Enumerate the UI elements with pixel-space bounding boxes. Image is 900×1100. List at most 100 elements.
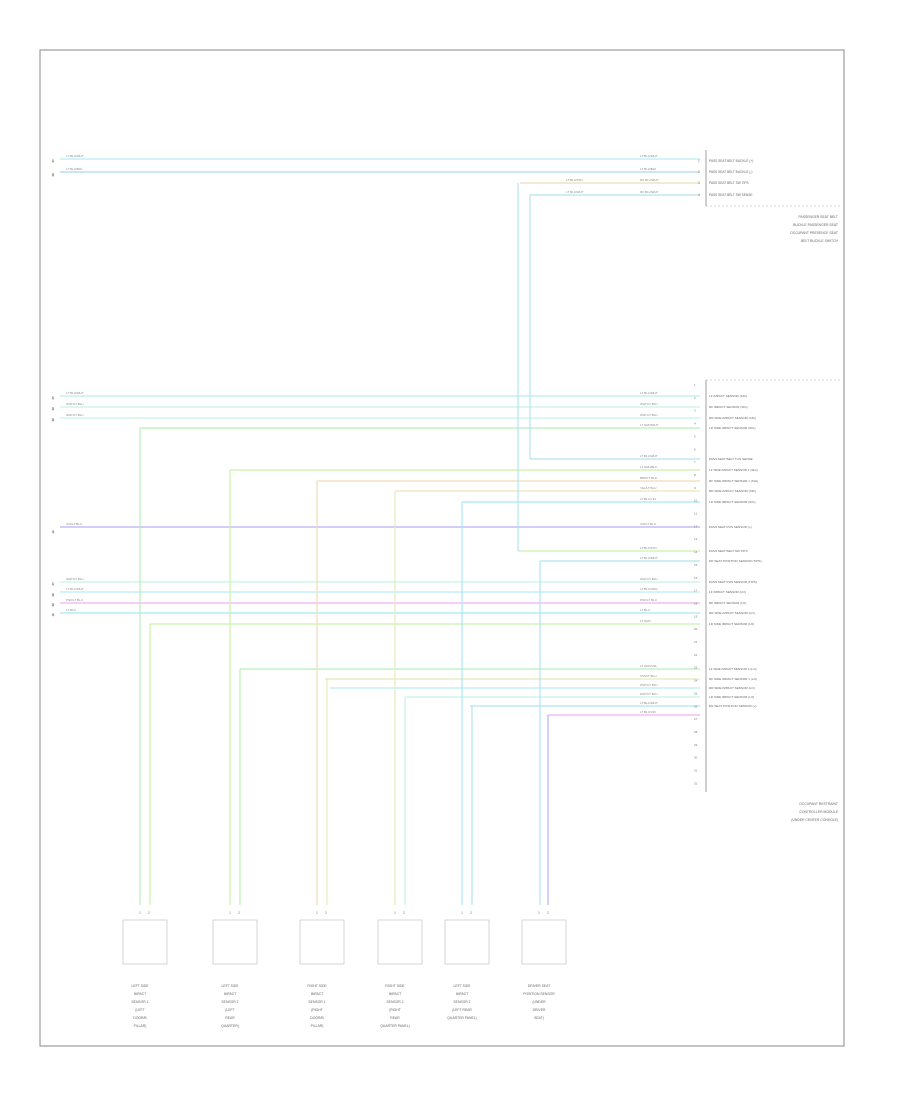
svg-text:PNK/LT BLU: PNK/LT BLU: [66, 598, 83, 602]
svg-text:BRN/LT BLU: BRN/LT BLU: [640, 476, 657, 480]
connector-pin: 25: [694, 691, 698, 695]
svg-text:LT BLU/WHT: LT BLU/WHT: [66, 391, 84, 395]
connector-pin-label: LR SIDE IMPACT SENSOR (LO): [709, 695, 754, 699]
component-body: [377, 919, 423, 965]
connector-pin-label: PASS SEAT BELT BUCKLE (+): [709, 159, 753, 163]
connector-pin-label: DR SEAT POSITION SENSOR (+): [709, 704, 756, 708]
restraint-controller-connector: 1234567891011121314151617181920212223242…: [694, 379, 840, 822]
component-label: RIGHT SIDE: [385, 984, 405, 988]
svg-text:LT GRN/BLK: LT GRN/BLK: [640, 465, 657, 469]
connector-pin: 14: [694, 550, 698, 554]
component-label: IMPACT: [311, 992, 324, 996]
svg-text:2: 2: [52, 593, 54, 597]
connector-pin-label: PASS SEAT BELT SW TIPS: [709, 549, 748, 553]
connector-pin-label: RR SIDE IMPACT SENSOR (SIG): [709, 416, 756, 420]
connector-pin-label: PASS SEAT POS SENSOR (+): [709, 525, 752, 529]
component-pin: 2: [148, 911, 150, 915]
connector-pin-label: PASS SEAT POS SENSOR (TIPS): [709, 580, 757, 584]
component-label: DOOR/B: [310, 1016, 324, 1020]
component-body: [212, 919, 258, 965]
svg-text:VIO/LT BLU: VIO/LT BLU: [66, 522, 82, 526]
connector-pin: 29: [694, 743, 698, 747]
svg-text:LT BLU/WHT: LT BLU/WHT: [640, 391, 658, 395]
component-label: IMPACT: [134, 992, 147, 996]
diagram-frame: [39, 49, 845, 1047]
component-label: SENSOR 2: [453, 1000, 470, 1004]
svg-text:DK BLU/WHT: DK BLU/WHT: [640, 190, 659, 194]
connector-pin-label: PASS SEAT BELT SW SENSE: [709, 193, 752, 197]
component-body: [299, 919, 345, 965]
component-pin: 1: [394, 911, 396, 915]
svg-text:WHT/LT BLU: WHT/LT BLU: [66, 577, 84, 581]
connector-pin: 1: [698, 159, 700, 163]
connector-pin: 12: [694, 524, 698, 528]
svg-text:TAN/LT BLU: TAN/LT BLU: [640, 674, 657, 678]
component-label: (RIGHT: [311, 1008, 323, 1012]
connector-pin: 4: [694, 422, 696, 426]
component-label: LEFT SIDE: [453, 984, 471, 988]
svg-text:WHT/LT BLU: WHT/LT BLU: [640, 577, 658, 581]
svg-text:WHT/LT BLU: WHT/LT BLU: [640, 402, 658, 406]
component-pin: 1: [538, 911, 540, 915]
svg-text:4: 4: [52, 613, 54, 617]
component-label: SENSOR 1: [131, 1000, 148, 1004]
svg-text:WHT/LT BLU: WHT/LT BLU: [640, 413, 658, 417]
connector-title: BUCKLE PASSENGER SEAT: [793, 223, 838, 227]
component-label: (LEFT: [135, 1008, 144, 1012]
component-label: (LEFT: [225, 1008, 234, 1012]
connector-pin-label: RF IMPACT SENSOR (LO): [709, 601, 746, 605]
svg-text:2: 2: [52, 407, 54, 411]
svg-text:1: 1: [52, 159, 54, 163]
svg-text:3: 3: [52, 603, 54, 607]
connector-pin: 15: [694, 563, 698, 567]
svg-text:LT BLU/BLK: LT BLU/BLK: [640, 167, 656, 171]
connector-pin: 27: [694, 717, 698, 721]
component-pin: 2: [470, 911, 472, 915]
svg-text:LT BLU/VIO: LT BLU/VIO: [640, 710, 657, 714]
connector-pin: 10: [694, 499, 698, 503]
svg-text:WHT/LT BLU: WHT/LT BLU: [66, 413, 84, 417]
connector-pin: 6: [694, 447, 696, 451]
svg-text:PNK/LT BLU: PNK/LT BLU: [640, 598, 657, 602]
connector-title: OCCUPANT PRESENCE SEAT: [790, 231, 838, 235]
connector-pin: 8: [694, 473, 696, 477]
connector-pin-label: PASS SEAT BELT BUCKLE (-): [709, 170, 752, 174]
component-label: QUARTER PANEL): [380, 1024, 409, 1028]
connector-pin-label: RR SIDE IMPACT SENSOR (LO): [709, 611, 755, 615]
svg-text:LT BLU/WHT: LT BLU/WHT: [640, 154, 658, 158]
svg-text:LT BLU/WHT: LT BLU/WHT: [66, 587, 84, 591]
svg-text:LT BLU: LT BLU: [66, 608, 76, 612]
component-label: IMPACT: [224, 992, 237, 996]
svg-text:LT BLU/YEL: LT BLU/YEL: [640, 497, 657, 501]
component-label: POSITION SENSOR: [523, 992, 555, 996]
component-pin: 1: [461, 911, 463, 915]
component-label: (RIGHT: [389, 1008, 401, 1012]
connector-pin-label: LF IMPACT SENSOR (LO): [709, 590, 746, 594]
component-label: PILLAR): [311, 1024, 324, 1028]
svg-text:LT BLU/WHT: LT BLU/WHT: [66, 154, 84, 158]
connector-pin: 20: [694, 627, 698, 631]
component-label: SENSOR 1: [308, 1000, 325, 1004]
component-pin: 1: [139, 911, 141, 915]
connector-pin: 31: [694, 769, 698, 773]
connector-pin: 11: [694, 512, 697, 516]
svg-text:LT BLU/TAN: LT BLU/TAN: [640, 546, 657, 550]
svg-text:LT BLU/TAN: LT BLU/TAN: [566, 178, 583, 182]
connector-pin: 26: [694, 704, 698, 708]
svg-text:VIO/LT BLU: VIO/LT BLU: [640, 522, 656, 526]
svg-text:1: 1: [52, 396, 54, 400]
svg-text:LT BLU/BLK: LT BLU/BLK: [66, 167, 82, 171]
svg-text:YEL/LT BLU: YEL/LT BLU: [640, 486, 656, 490]
connector-pin: 2: [694, 396, 696, 400]
connector-title: OCCUPANT RESTRAINT: [799, 802, 838, 806]
component-label: LEFT SIDE: [221, 984, 239, 988]
vertical-wires: [139, 183, 549, 905]
component-pin: 2: [325, 911, 327, 915]
connector-pin: 2: [698, 170, 700, 174]
connector-title: CONTROLLER MODULE: [799, 810, 838, 814]
component-label: DRIVER: [533, 1008, 546, 1012]
